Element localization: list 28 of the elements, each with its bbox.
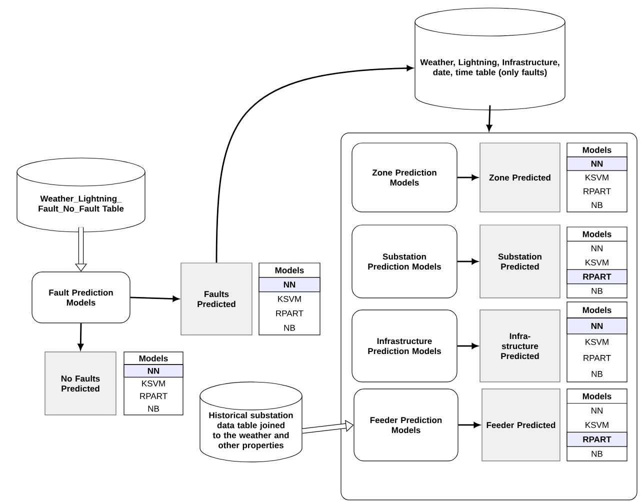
arrow <box>130 296 179 302</box>
result-box: Infra- structure Predicted <box>480 310 560 382</box>
process-box: Zone Prediction Models <box>352 142 458 212</box>
models-table: Models NN KSVM RPART NB <box>566 226 628 298</box>
models-table: Models NN KSVM RPART NB <box>258 262 320 336</box>
arrow <box>486 105 492 131</box>
models-table: Models NN KSVM RPART NB <box>566 302 628 382</box>
arrow <box>458 422 480 428</box>
database-cylinder: Weather_Lightning_ Fault_No_Fault Table <box>16 158 146 232</box>
result-box: Faults Predicted <box>180 262 252 336</box>
result-box: Zone Predicted <box>480 142 560 212</box>
result-box: Substation Predicted <box>480 224 560 298</box>
models-table: Models NN KSVM RPART NB <box>566 142 628 212</box>
process-box: Feeder Prediction Models <box>354 388 458 462</box>
models-table: Models NN KSVM RPART NB <box>124 352 184 416</box>
result-box: No Faults Predicted <box>44 352 116 416</box>
database-cylinder: Historical substation data table joined to the weather and other properties <box>200 382 302 462</box>
arrow <box>216 65 413 263</box>
process-box: Fault Prediction Models <box>32 272 130 324</box>
arrow <box>457 258 478 264</box>
arrow <box>457 343 478 349</box>
process-box: Substation Prediction Models <box>352 224 458 298</box>
result-box: Feeder Predicted <box>482 388 560 462</box>
database-cylinder: Weather, Lightning, Infrastructure, date, time table (only faults) <box>414 8 566 110</box>
arrow <box>457 174 478 180</box>
process-box: Infrastructure Prediction Models <box>352 310 458 382</box>
models-table: Models NN KSVM RPART NB <box>566 388 628 462</box>
arrow <box>78 323 84 350</box>
